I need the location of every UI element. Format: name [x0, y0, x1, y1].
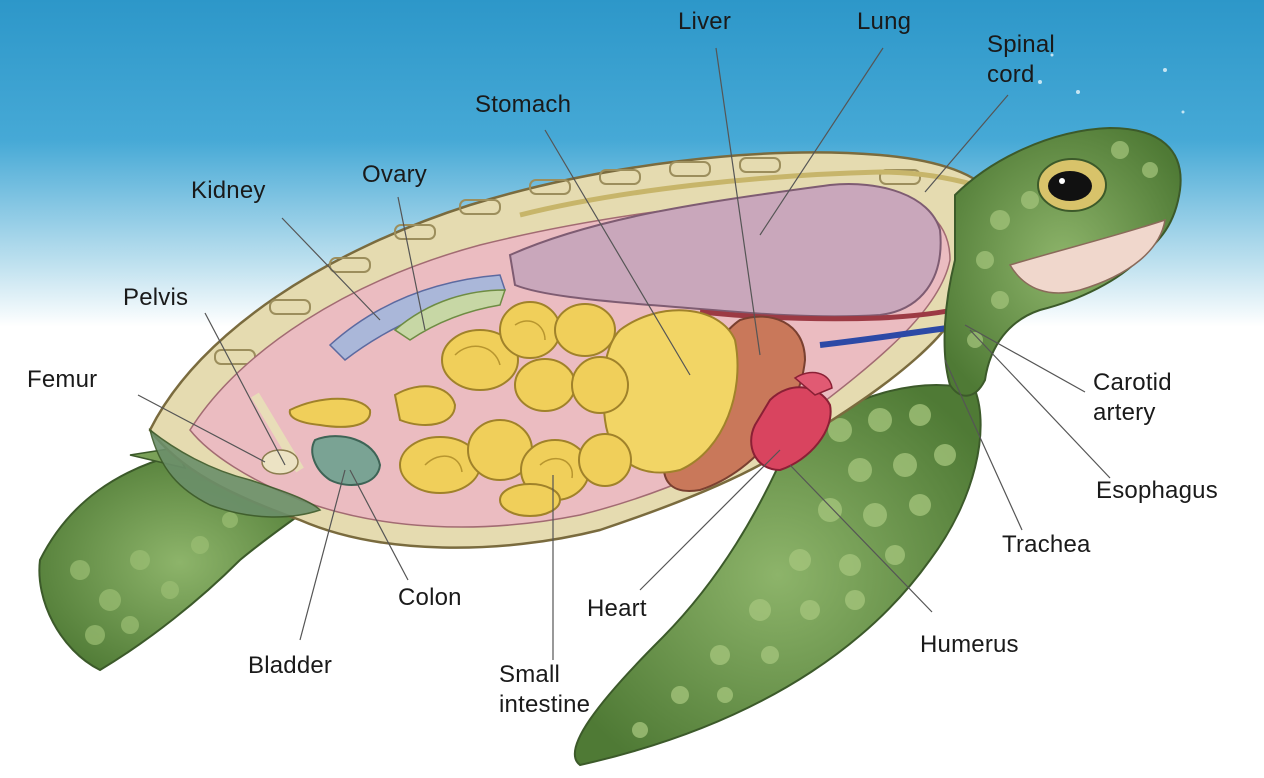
label-carotid-artery-line2: artery: [1093, 398, 1172, 428]
eye-pupil: [1048, 171, 1092, 201]
label-liver: Liver: [678, 7, 731, 37]
label-femur: Femur: [27, 365, 97, 395]
label-colon: Colon: [398, 583, 462, 613]
label-esophagus: Esophagus: [1096, 476, 1218, 506]
femur-bone: [262, 450, 298, 474]
label-carotid-artery: Carotid artery: [1093, 368, 1172, 428]
label-bladder: Bladder: [248, 651, 332, 681]
label-pelvis: Pelvis: [123, 283, 188, 313]
label-small-intestine-line1: Small: [499, 660, 590, 690]
label-small-intestine: Small intestine: [499, 660, 590, 720]
label-lung: Lung: [857, 7, 911, 37]
label-spinal-cord: Spinal cord: [987, 30, 1055, 90]
label-spinal-cord-line2: cord: [987, 60, 1055, 90]
label-small-intestine-line2: intestine: [499, 690, 590, 720]
label-ovary: Ovary: [362, 160, 427, 190]
label-stomach: Stomach: [475, 90, 571, 120]
label-carotid-artery-line1: Carotid: [1093, 368, 1172, 398]
label-spinal-cord-line1: Spinal: [987, 30, 1055, 60]
label-kidney: Kidney: [191, 176, 266, 206]
label-trachea: Trachea: [1002, 530, 1091, 560]
eye-highlight: [1059, 178, 1065, 184]
colon-right: [395, 386, 455, 425]
label-heart: Heart: [587, 594, 647, 624]
label-humerus: Humerus: [920, 630, 1019, 660]
